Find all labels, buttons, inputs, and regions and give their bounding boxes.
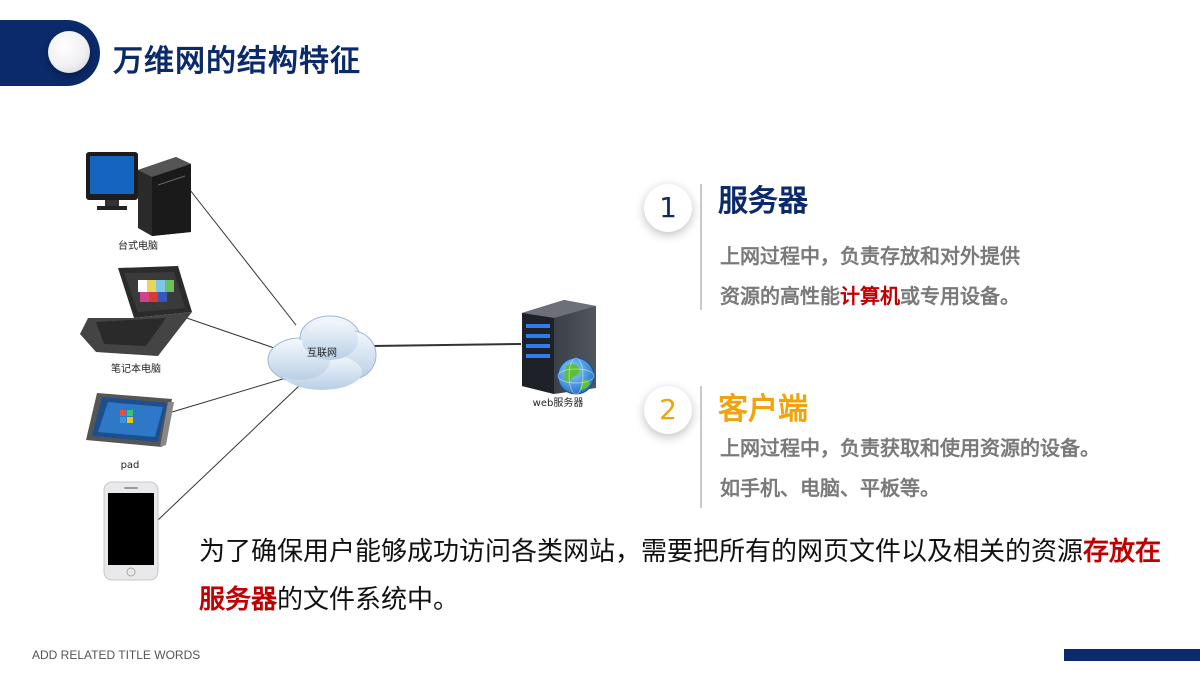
bottom-text-start: 为了确保用户能够成功访问各类网站，需要把所有的网页文件以及相关的资源 (199, 537, 1084, 567)
globe-icon (557, 357, 595, 395)
server-desc-text-end: 或专用设备。 (900, 284, 1020, 308)
laptop-icon (80, 266, 192, 356)
laptop-label: 笔记本电脑 (111, 362, 161, 375)
section-desc-client: 上网过程中，负责获取和使用资源的设备。 如手机、电脑、平板等。 (720, 428, 1100, 508)
internet-cloud-icon (267, 315, 377, 390)
server-desc-line1: 上网过程中，负责存放和对外提供 (720, 244, 1020, 268)
cloud-label: 互联网 (307, 347, 337, 359)
section-desc-server: 上网过程中，负责存放和对外提供 资源的高性能计算机或专用设备。 (720, 236, 1020, 316)
section-title-server: 服务器 (718, 184, 808, 219)
section-number-2: 2 (644, 386, 692, 434)
bottom-text-highlight: 存放在服务器 (199, 537, 1162, 615)
server-label: web服务器 (533, 396, 584, 409)
bottom-statement: 为了确保用户能够成功访问各类网站，需要把所有的网页文件以及相关的资源存放在服务器… (199, 528, 1179, 624)
server-desc-highlight: 计算机 (840, 284, 900, 308)
connection-lines (157, 189, 522, 521)
desktop-computer-icon (86, 152, 191, 236)
client-desc-line1: 上网过程中，负责获取和使用资源的设备。 (720, 436, 1100, 460)
phone-icon (103, 481, 159, 581)
footer-text: ADD RELATED TITLE WORDS (32, 648, 201, 662)
tablet-icon (86, 393, 174, 447)
server-desc-line2: 资源的高性能计算机或专用设备。 (720, 276, 1020, 316)
desktop-label: 台式电脑 (118, 239, 158, 252)
title-circle-decoration (48, 31, 90, 73)
section-number-1: 1 (644, 184, 692, 232)
bottom-text-end: 的文件系统中。 (277, 585, 460, 615)
network-diagram: 台式电脑 笔记本电脑 pad (80, 152, 596, 581)
tablet-label: pad (121, 460, 140, 471)
footer-bar-decoration (1064, 649, 1200, 661)
section-divider-2 (700, 386, 702, 508)
server-desc-text: 资源的高性能 (720, 284, 840, 308)
page-title: 万维网的结构特征 (113, 44, 361, 79)
section-title-client: 客户端 (718, 392, 808, 427)
section-divider-1 (700, 184, 702, 310)
client-desc-line2: 如手机、电脑、平板等。 (720, 476, 940, 500)
